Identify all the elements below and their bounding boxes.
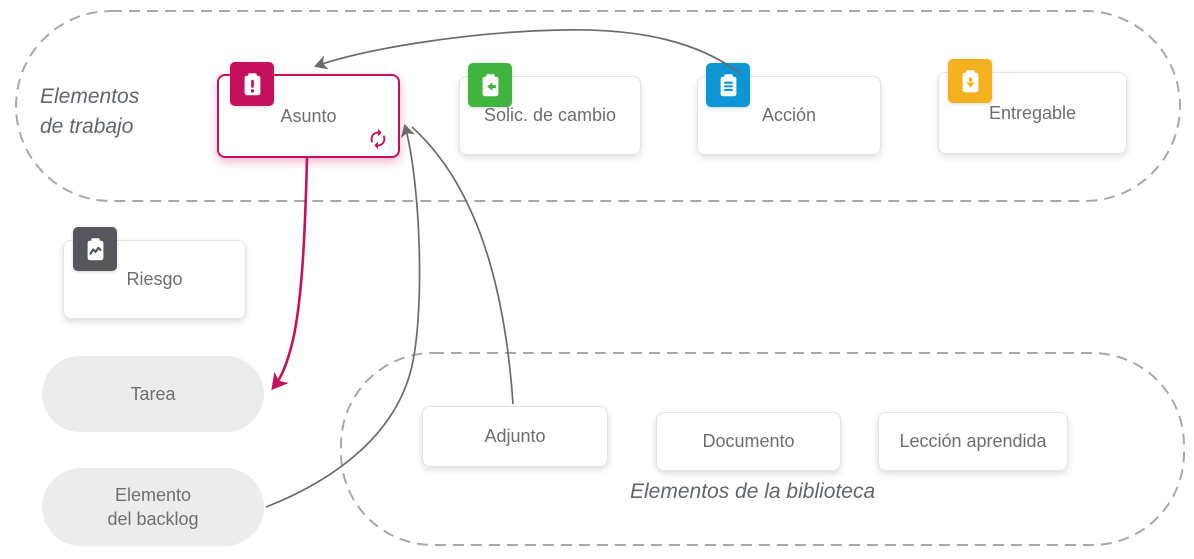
- edge-accion-to-asunto: [313, 28, 743, 76]
- node-asunto-label: Asunto: [280, 105, 337, 126]
- edge-adjunto-to-asunto: [411, 126, 514, 405]
- node-solic-cambio-label: Solic. de cambio: [483, 105, 617, 125]
- library-items-group-label: Elementos de la biblioteca: [630, 480, 876, 503]
- edge-asunto-to-tarea: [271, 155, 309, 391]
- edge-backlog-to-asunto: [265, 123, 421, 508]
- work-items-group-label: Elementos de trabajo: [40, 82, 139, 143]
- node-solic-cambio: Solic. de cambio: [459, 63, 641, 155]
- node-elemento-backlog-label-line2: del backlog: [107, 509, 199, 529]
- node-entregable-label: Entregable: [988, 102, 1077, 123]
- node-accion-label: Acción: [761, 105, 817, 125]
- clipboard-arrow-left-icon: [468, 63, 512, 107]
- node-accion: Acción: [697, 63, 881, 155]
- clipboard-list-icon: [706, 63, 750, 107]
- node-adjunto-label: Adjunto: [484, 426, 546, 446]
- node-elemento-backlog-label-line1: Elemento: [114, 485, 192, 505]
- node-leccion-aprendida: Lección aprendida: [878, 412, 1068, 471]
- work-items-group-label-line2: de trabajo: [40, 115, 134, 139]
- node-documento-label: Documento: [702, 431, 795, 451]
- clipboard-exclamation-icon: [230, 62, 274, 106]
- node-riesgo: Riesgo: [63, 227, 246, 319]
- node-tarea-label: Tarea: [130, 384, 176, 404]
- node-elemento-backlog: Elemento del backlog: [42, 468, 264, 546]
- node-riesgo-label: Riesgo: [126, 269, 183, 289]
- node-asunto: Asunto: [217, 62, 400, 158]
- node-tarea: Tarea: [42, 356, 264, 432]
- work-items-group-label-line1: Elementos: [40, 85, 140, 108]
- node-adjunto: Adjunto: [422, 406, 608, 467]
- sync-icon: [370, 128, 386, 150]
- clipboard-zigzag-icon: [73, 227, 117, 271]
- node-leccion-aprendida-label: Lección aprendida: [899, 431, 1047, 451]
- clipboard-arrow-down-icon: [948, 59, 992, 103]
- node-documento: Documento: [656, 412, 841, 471]
- node-entregable: Entregable: [938, 59, 1127, 154]
